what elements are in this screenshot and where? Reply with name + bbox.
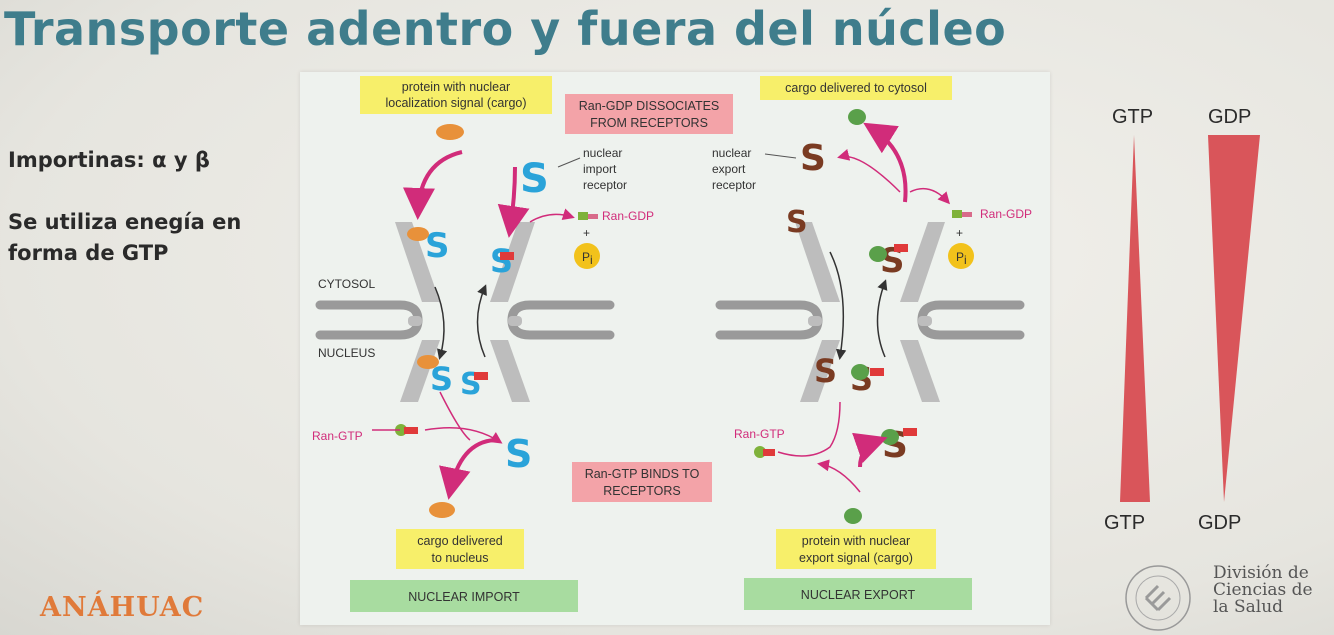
- export-cargo-line2: export signal (cargo): [799, 551, 913, 565]
- export-pi-sub: i: [964, 253, 967, 267]
- dissociates-line1: Ran-GDP DISSOCIATES: [579, 99, 720, 113]
- import-pi-label: P: [582, 250, 590, 264]
- division-line-3: la Salud: [1213, 597, 1284, 617]
- import-cargo-shapes: [407, 124, 464, 518]
- division-line-1: División de: [1213, 563, 1309, 583]
- import-cycle-arrows: [434, 284, 487, 360]
- export-receptor-top: S: [800, 138, 826, 179]
- anahuac-brand: ANÁHUAC: [40, 592, 205, 623]
- import-plus: +: [583, 226, 590, 240]
- import-receptors: S S S S S S: [425, 156, 549, 476]
- import-pore-filaments: [395, 222, 535, 402]
- gradient-top-gdp: GDP: [1208, 106, 1252, 128]
- binds-line2: RECEPTORS: [603, 484, 681, 498]
- nucleus-label: NUCLEUS: [318, 346, 375, 360]
- dissociates-line2: FROM RECEPTORS: [590, 116, 708, 130]
- gradient-bottom-gtp: GTP: [1104, 512, 1146, 534]
- export-cargo-box: [776, 529, 936, 569]
- import-receptor-label-2: import: [583, 162, 617, 176]
- import-pi-circle: [574, 243, 600, 269]
- export-receptor-label-2: export: [712, 162, 746, 176]
- dissociates-box: [565, 94, 733, 134]
- export-cycle-arrows: [829, 251, 888, 360]
- import-ran-shapes: [395, 212, 598, 436]
- export-pi-label: P: [956, 250, 964, 264]
- export-pore-filaments: [795, 222, 945, 402]
- export-panel-label: NUCLEAR EXPORT: [801, 588, 916, 602]
- import-arrows: [402, 150, 530, 500]
- import-thin-arrows: [372, 208, 575, 444]
- import-ran-gdp-label: Ran-GDP: [602, 209, 654, 223]
- import-receptor-top: S: [520, 156, 549, 202]
- cytosol-label: CYTOSOL: [318, 277, 375, 291]
- import-cargo-line2: localization signal (cargo): [385, 96, 526, 110]
- gdp-wedge: [1208, 135, 1260, 502]
- export-ran-gdp-label: Ran-GDP: [980, 207, 1032, 221]
- export-receptor-label-1: nuclear: [712, 146, 751, 160]
- import-receptor-bottom: S: [505, 432, 532, 476]
- export-panel-label-box: [744, 578, 972, 610]
- university-seal-icon: [1125, 565, 1191, 631]
- export-delivered-box: [760, 76, 952, 100]
- export-nuclear-pore: [715, 300, 1025, 340]
- gradient-wedges: [1120, 135, 1260, 502]
- import-nuclear-pore: [315, 300, 615, 340]
- export-thin-arrows: [777, 149, 951, 493]
- import-receptor-label-1: nuclear: [583, 146, 622, 160]
- nuclear-transport-figure: protein with nuclear localization signal…: [300, 72, 1050, 625]
- import-panel-label: NUCLEAR IMPORT: [408, 590, 520, 604]
- bullet-importins: Importinas: α y β: [8, 148, 210, 172]
- slide-title: Transporte adentro y fuera del núcleo: [4, 2, 1007, 56]
- export-delivered-text: cargo delivered to cytosol: [785, 81, 927, 95]
- export-receptor-label-3: receptor: [712, 178, 756, 192]
- export-ran-shapes: [754, 210, 972, 458]
- import-delivered-box: [396, 529, 524, 569]
- export-receptor-left-upper: S: [786, 205, 808, 240]
- import-receptor-right-upper: S: [490, 242, 513, 280]
- binds-box: [572, 462, 712, 502]
- import-panel-label-box: [350, 580, 578, 612]
- export-receptor-left-lower: S: [814, 352, 837, 390]
- import-pi-sub: i: [590, 253, 593, 267]
- import-ran-gtp-label: Ran-GTP: [312, 429, 363, 443]
- gtp-wedge: [1120, 135, 1150, 502]
- export-pi-circle: [948, 243, 974, 269]
- binds-line1: Ran-GTP BINDS TO: [585, 467, 700, 481]
- import-receptor-left-upper: S: [425, 226, 450, 266]
- gradient-bottom-gdp: GDP: [1198, 512, 1242, 534]
- division-line-2: Ciencias de: [1213, 580, 1313, 600]
- bullet-gtp-energy: Se utiliza enegía en forma de GTP: [8, 210, 242, 265]
- import-receptor-left-lower: S: [430, 360, 453, 398]
- gradient-top-gtp: GTP: [1112, 106, 1154, 128]
- import-delivered-line1: cargo delivered: [417, 534, 503, 548]
- export-cargo-shapes: [844, 109, 899, 524]
- export-plus: +: [956, 226, 963, 240]
- import-delivered-line2: to nucleus: [432, 551, 489, 565]
- import-receptor-label-3: receptor: [583, 178, 627, 192]
- import-cargo-line1: protein with nuclear: [402, 80, 510, 94]
- import-cargo-box: [360, 76, 552, 114]
- export-arrows: [852, 122, 908, 468]
- export-cargo-line1: protein with nuclear: [802, 534, 910, 548]
- export-ran-gtp-label: Ran-GTP: [734, 427, 785, 441]
- division-text: División de Ciencias de la Salud: [1213, 565, 1313, 616]
